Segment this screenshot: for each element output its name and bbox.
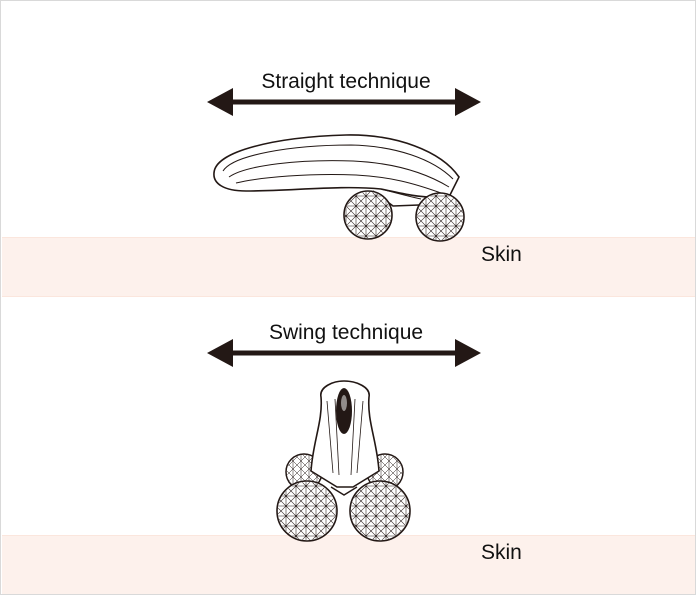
straight-roller-device: [213, 134, 465, 242]
straight-technique-label: Straight technique: [261, 70, 431, 93]
skin-band-straight: [2, 237, 695, 297]
straight-arrow: [207, 88, 481, 116]
swing-arrow: [207, 339, 481, 367]
swing-technique-label: Swing technique: [268, 321, 424, 344]
skin-band-swing: [2, 535, 695, 594]
swing-roller-device: [276, 380, 411, 542]
skin-label-swing: Skin: [481, 541, 522, 564]
skin-label-straight: Skin: [481, 243, 522, 266]
